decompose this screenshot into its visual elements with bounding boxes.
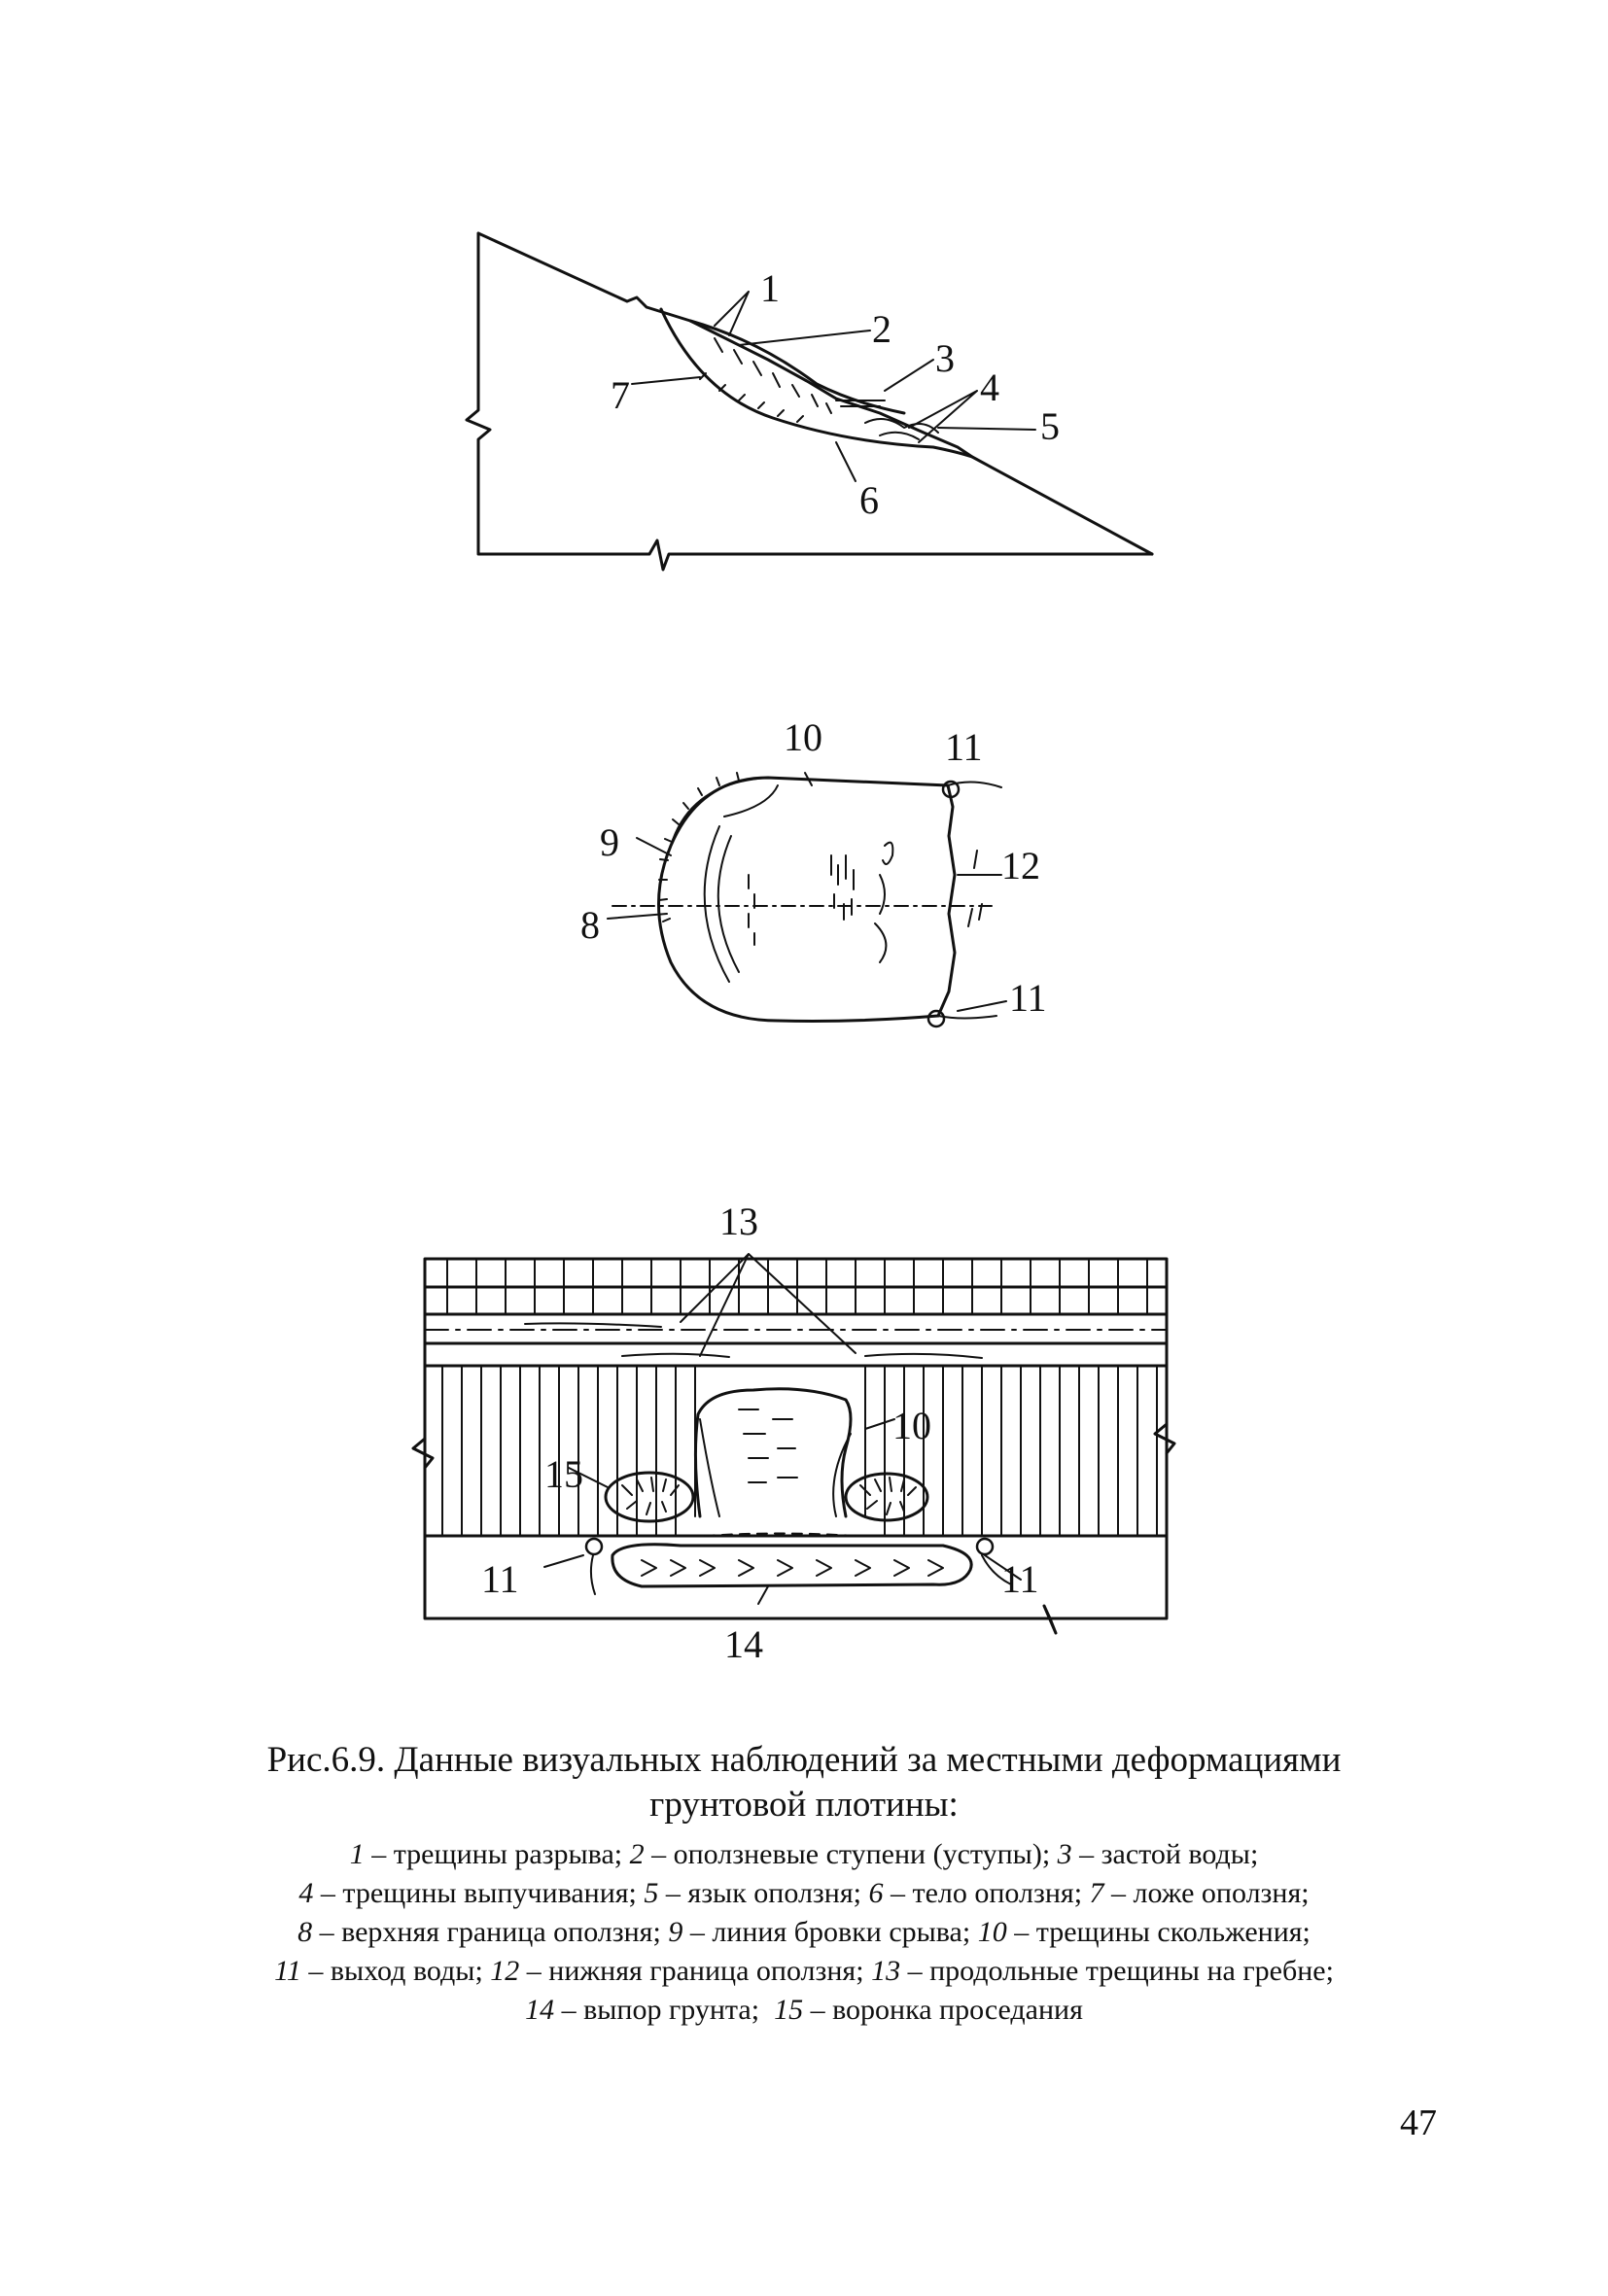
legend-number: 1 <box>349 1838 365 1870</box>
crest-view-diagram <box>411 1253 1176 1635</box>
legend-number: 14 <box>525 1994 555 2026</box>
label-3: 3 <box>935 336 955 380</box>
legend-text: – нижняя граница оползня; <box>519 1955 872 1987</box>
label-9: 9 <box>600 820 619 864</box>
legend-line: 1 – трещины разрыва; 2 – оползневые ступ… <box>0 1835 1608 1874</box>
figure-legend: 1 – трещины разрыва; 2 – оползневые ступ… <box>0 1835 1608 2030</box>
label-12: 12 <box>1001 844 1040 887</box>
label-13: 13 <box>719 1200 758 1243</box>
legend-text: – продольные трещины на гребне; <box>900 1955 1334 1987</box>
page-number: 47 <box>1400 2103 1437 2143</box>
legend-text: – выход воды; <box>300 1955 491 1987</box>
legend-text: – трещины скольжения; <box>1006 1916 1311 1948</box>
caption-title-line-2: грунтовой плотины: <box>649 1785 959 1825</box>
label-11-top: 11 <box>945 725 983 769</box>
figure-caption-title: Рис.6.9. Данные визуальных наблюдений за… <box>0 1738 1608 1827</box>
caption-title-line-1: Рис.6.9. Данные визуальных наблюдений за… <box>266 1740 1342 1780</box>
legend-text: – воронка проседания <box>803 1994 1083 2026</box>
legend-number: 10 <box>977 1916 1007 1948</box>
side-view-diagram <box>465 231 1154 572</box>
crest-view-labels: 13 10 15 11 11 14 <box>481 1200 1039 1666</box>
legend-text: – выпор грунта; <box>554 1994 775 2026</box>
legend-number: 12 <box>490 1955 520 1987</box>
legend-number: 3 <box>1057 1838 1072 1870</box>
label-10-crest: 10 <box>892 1404 931 1447</box>
legend-text: – оползневые ступени (уступы); <box>644 1838 1058 1870</box>
legend-line: 14 – выпор грунта; 15 – воронка проседан… <box>0 1991 1608 2030</box>
label-11-left: 11 <box>481 1557 519 1601</box>
legend-number: 8 <box>297 1916 313 1948</box>
legend-text: – трещины выпучивания; <box>313 1877 645 1909</box>
legend-number: 4 <box>298 1877 314 1909</box>
legend-text: – тело оползня; <box>883 1877 1090 1909</box>
label-8: 8 <box>580 903 600 947</box>
legend-text: – трещины разрыва; <box>364 1838 630 1870</box>
label-15: 15 <box>544 1452 583 1496</box>
label-5: 5 <box>1040 404 1060 448</box>
label-11-bottom: 11 <box>1009 976 1047 1020</box>
legend-number: 11 <box>274 1955 301 1987</box>
legend-text: – язык оползня; <box>658 1877 869 1909</box>
label-1: 1 <box>760 266 780 310</box>
landslide-figure: 1 2 3 4 5 6 7 10 11 9 12 8 11 13 10 15 1… <box>411 231 1176 1666</box>
legend-number: 15 <box>774 1994 804 2026</box>
plan-view-diagram <box>607 772 1007 1028</box>
legend-line: 8 – верхняя граница оползня; 9 – линия б… <box>0 1913 1608 1952</box>
plan-view-labels: 10 11 9 12 8 11 <box>580 715 1047 1020</box>
label-7: 7 <box>611 373 630 417</box>
legend-text: – линия бровки срыва; <box>682 1916 978 1948</box>
legend-number: 13 <box>871 1955 901 1987</box>
label-14: 14 <box>724 1622 763 1666</box>
label-11-right: 11 <box>1001 1557 1039 1601</box>
side-view-labels: 1 2 3 4 5 6 7 <box>611 266 1060 522</box>
label-2: 2 <box>872 307 891 351</box>
label-6: 6 <box>859 478 879 522</box>
legend-line: 4 – трещины выпучивания; 5 – язык оползн… <box>0 1874 1608 1913</box>
legend-text: – верхняя граница оползня; <box>312 1916 669 1948</box>
legend-text: – ложе оползня; <box>1103 1877 1310 1909</box>
legend-number: 2 <box>629 1838 645 1870</box>
legend-text: – застой воды; <box>1071 1838 1259 1870</box>
legend-number: 5 <box>644 1877 659 1909</box>
legend-number: 7 <box>1089 1877 1104 1909</box>
legend-line: 11 – выход воды; 12 – нижняя граница опо… <box>0 1952 1608 1991</box>
label-4: 4 <box>980 365 999 409</box>
legend-number: 9 <box>668 1916 683 1948</box>
label-10: 10 <box>784 715 822 759</box>
legend-number: 6 <box>868 1877 884 1909</box>
